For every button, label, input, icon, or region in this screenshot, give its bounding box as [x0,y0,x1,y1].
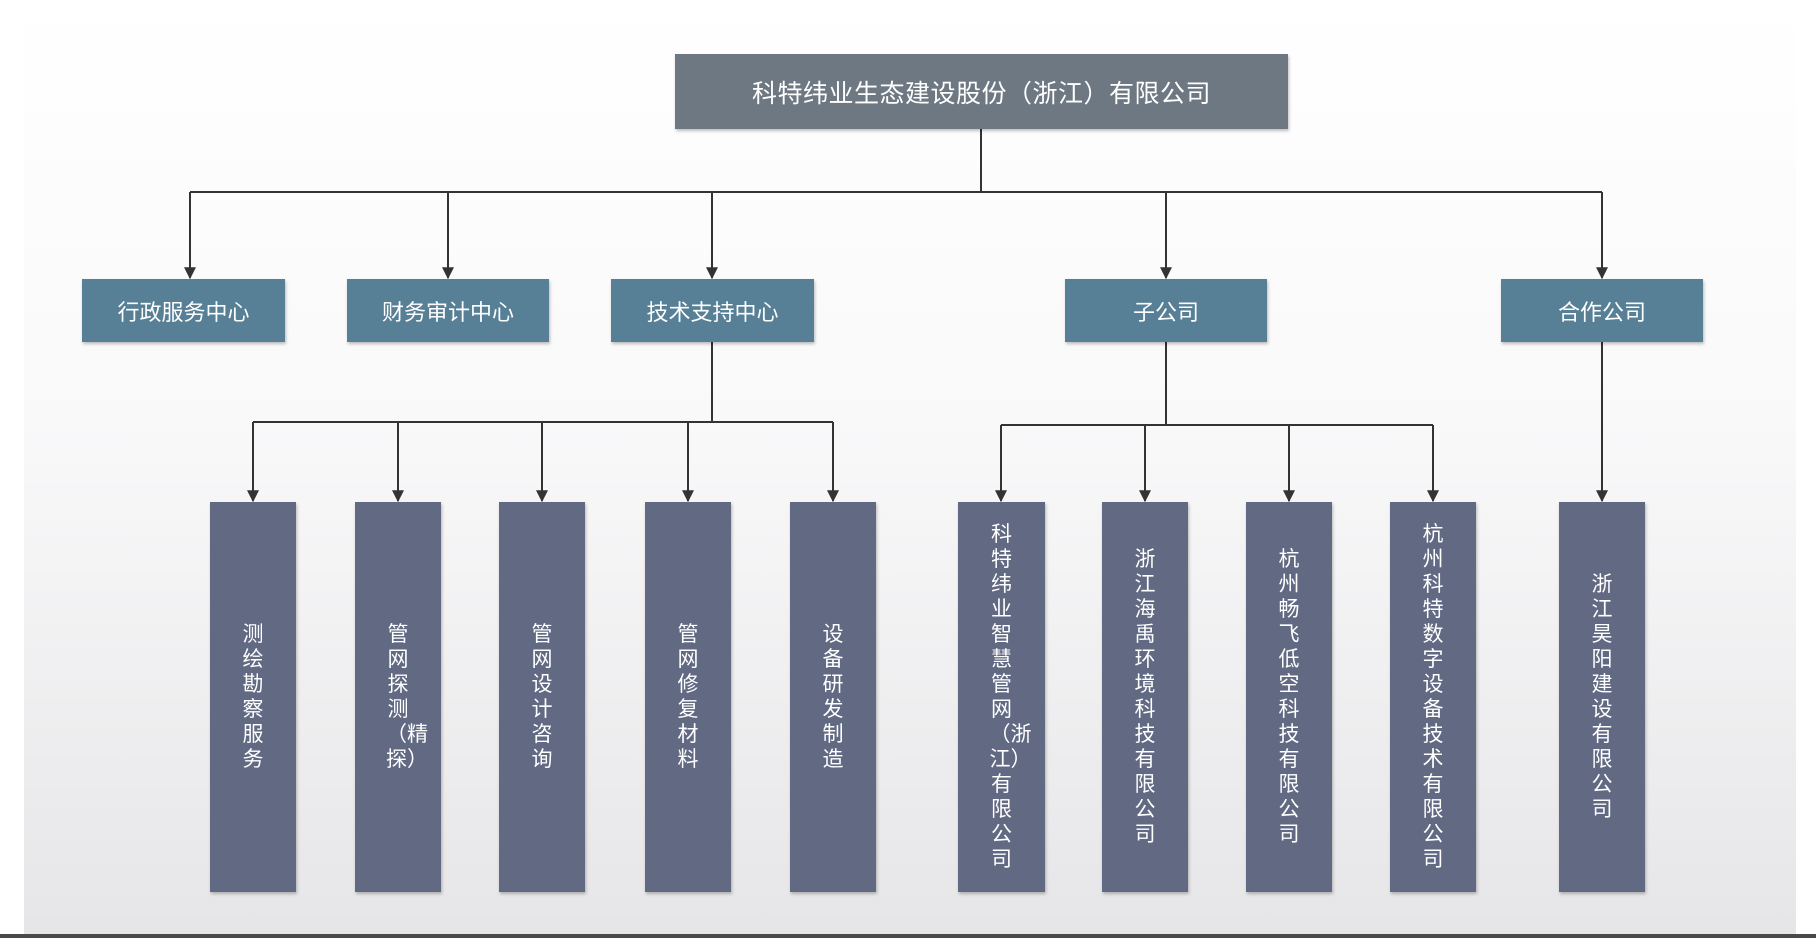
node-unit-haoyang-company: 浙江昊阳建设有限公司 [1559,502,1645,892]
node-dept-finance: 财务审计中心 [347,279,549,342]
node-unit-survey: 测绘勘察服务 [210,502,296,892]
node-unit-repair-materials: 管网修复材料 [645,502,731,892]
node-unit-label: 管网修复材料 [677,622,699,771]
node-dept-label: 合作公司 [1557,300,1646,326]
node-unit-smart-pipe-company: 科特纬业智慧管网（浙江）有限公司 [958,502,1045,892]
node-unit-equipment-rd: 设备研发制造 [790,502,876,892]
node-dept-label: 财务审计中心 [381,300,514,326]
node-unit-changfei-company: 杭州畅飞低空科技有限公司 [1246,502,1332,892]
node-unit-pipe-detection: 管网探测（精探） [355,502,441,892]
node-dept-partner: 合作公司 [1501,279,1703,342]
node-unit-pipe-design: 管网设计咨询 [499,502,585,892]
node-unit-label: 测绘勘察服务 [242,622,264,771]
node-unit-label: 科特纬业智慧管网（浙江）有限公司 [989,522,1032,871]
node-unit-label: 杭州科特数字设备技术有限公司 [1422,522,1444,871]
node-unit-label: 设备研发制造 [822,622,844,771]
node-unit-label: 浙江昊阳建设有限公司 [1591,572,1613,821]
node-unit-label: 杭州畅飞低空科技有限公司 [1278,547,1300,846]
node-dept-label: 技术支持中心 [646,300,779,326]
node-dept-label: 行政服务中心 [117,300,250,326]
node-unit-label: 管网探测（精探） [386,622,428,771]
node-root-label: 科特纬业生态建设股份（浙江）有限公司 [751,78,1211,108]
org-chart-canvas [24,0,1796,934]
node-dept-subsidiary: 子公司 [1065,279,1267,342]
node-unit-kete-digital-company: 杭州科特数字设备技术有限公司 [1390,502,1476,892]
bottom-border [0,934,1816,938]
node-dept-label: 子公司 [1132,300,1199,326]
node-unit-label: 管网设计咨询 [531,622,553,771]
node-dept-tech: 技术支持中心 [611,279,814,342]
node-unit-label: 浙江海禹环境科技有限公司 [1134,547,1156,846]
node-dept-admin: 行政服务中心 [82,279,285,342]
node-unit-haiyu-company: 浙江海禹环境科技有限公司 [1102,502,1188,892]
node-root-company: 科特纬业生态建设股份（浙江）有限公司 [675,54,1288,129]
